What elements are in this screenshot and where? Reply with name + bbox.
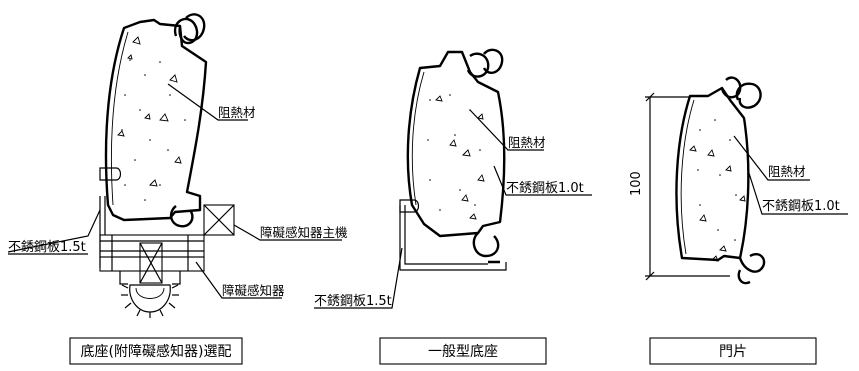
insulation-fill-2: [427, 94, 485, 220]
slat-inner-line-2: [411, 71, 425, 206]
panel-inner-line: [680, 99, 695, 255]
figure-door-panel: 100 阻熱材 不銹鋼板1.0t 門片: [629, 76, 848, 365]
dimension-label: 100: [629, 171, 644, 196]
figure-standard-base: 阻熱材 不銹鋼板1.0t 不銹鋼板1.5t 一般型底座: [314, 48, 592, 365]
top-hook-loop: [183, 13, 206, 42]
caption-2: 一般型底座: [428, 344, 498, 360]
sensor-main-box: [203, 204, 235, 236]
bottom-hook: [169, 205, 194, 228]
leader-steel-1: [7, 209, 101, 253]
slat-inner-line: [110, 31, 129, 206]
leader-steel-2a: [493, 165, 592, 196]
leader-insulation-2: [469, 109, 544, 151]
caption-1: 底座(附障礙感知器)選配: [81, 343, 232, 360]
dimension-height: 100: [629, 92, 730, 281]
insulation-fill-3: [689, 119, 746, 262]
slat-outline: [104, 18, 208, 222]
leader-sensor-main: [233, 224, 342, 241]
label-sensor: 障礙感知器: [222, 283, 285, 298]
steel-plate-left-2: [399, 205, 507, 271]
label-insulation-3: 阻熱材: [768, 164, 806, 179]
label-insulation-1: 阻熱材: [218, 105, 256, 120]
top-hook-2: [466, 48, 504, 78]
panel-top-hook: [720, 76, 762, 109]
panel-bottom-hook: [737, 253, 766, 285]
caption-box-1: [69, 337, 243, 365]
caption-box-2: [379, 337, 547, 365]
label-sensor-main: 障礙感知器主機: [260, 225, 348, 240]
label-insulation-2: 阻熱材: [508, 135, 546, 150]
caption-3: 門片: [719, 344, 747, 360]
slat-outline-2: [406, 50, 506, 238]
label-steel-3: 不銹鋼板1.0t: [762, 199, 840, 214]
leader-insulation-3: [733, 135, 810, 181]
label-steel-2a: 不銹鋼板1.0t: [506, 181, 584, 196]
insulation-fill: [117, 36, 186, 201]
plate-tab: [99, 167, 122, 181]
leader-insulation-1: [167, 83, 248, 121]
panel-outline: [675, 86, 750, 262]
label-steel-1: 不銹鋼板1.5t: [8, 240, 86, 255]
label-steel-2b: 不銹鋼板1.5t: [314, 294, 392, 309]
sensor-bulb: [129, 284, 171, 313]
top-hook: [173, 17, 199, 45]
leader-steel-2b: [314, 247, 403, 309]
caption-box-3: [649, 337, 817, 365]
leader-sensor: [195, 261, 282, 299]
leader-steel-3: [747, 169, 848, 215]
figure-base-with-sensor: 阻熱材: [7, 13, 348, 365]
bottom-hook-2: [472, 232, 500, 264]
